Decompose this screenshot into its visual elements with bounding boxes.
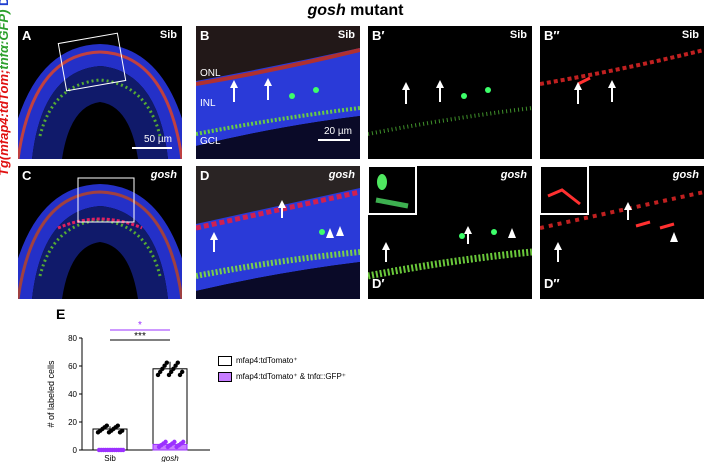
legend-item-1: mfap4:tdTomato⁺: [218, 356, 298, 366]
layer-onl-label: ONL: [200, 68, 221, 79]
legend-swatch-1: [218, 356, 232, 366]
data-point: [180, 369, 185, 375]
data-point: [175, 360, 180, 365]
panel-d-prime-condition: gosh: [500, 169, 527, 181]
side-label-green: tnfα:GFP): [0, 9, 11, 70]
panel-a-image: [18, 32, 182, 159]
data-point: [115, 423, 121, 428]
panel-a-label: A: [22, 28, 32, 43]
y-tick-label: 20: [68, 418, 77, 427]
panel-b-scale-bar: [318, 139, 350, 141]
layer-inl-label: INL: [200, 98, 216, 109]
figure-title: gosh mutant: [0, 2, 711, 20]
panel-a: A Sib 50 µm: [18, 26, 182, 159]
sig-label-2: ***: [134, 331, 146, 342]
side-label-dapi: DAPI: [0, 0, 11, 10]
panel-d-label: D: [200, 168, 210, 183]
panel-e-label: E: [56, 306, 66, 322]
panel-b-prime-image: [368, 80, 532, 136]
panel-c-image: [18, 177, 182, 299]
layer-gcl-label: GCL: [200, 136, 221, 147]
y-axis-label: # of labeled cells: [46, 360, 56, 428]
panel-d-image: [196, 166, 360, 299]
data-point: [158, 369, 163, 375]
y-tick-label: 60: [68, 362, 77, 371]
data-point: [171, 366, 176, 371]
data-point: [162, 363, 167, 368]
data-point: [177, 372, 183, 378]
panel-d-double-prime-condition: gosh: [672, 169, 699, 181]
panel-b-double-prime-label: B″: [544, 28, 560, 43]
data-point-double: [172, 439, 177, 445]
data-point-double: [121, 447, 126, 453]
panel-d-prime-image: [368, 166, 532, 280]
side-label: Tg(mfap4:tdTom;tnfα:GFP) DAPI: [0, 0, 11, 176]
panel-d: D gosh: [196, 166, 360, 299]
panel-c: C gosh: [18, 166, 182, 299]
panel-d-prime: D′ gosh: [368, 166, 532, 299]
panel-b: B Sib ONL INL GCL 20 µm: [196, 26, 360, 159]
panel-b-double-prime-condition: Sib: [681, 29, 699, 41]
legend-item-2: mfap4:tdTomato⁺ & tnfα::GFP⁺: [218, 372, 346, 382]
bar-total: [152, 368, 188, 451]
data-point: [164, 360, 169, 365]
panel-b-double-prime: B″ Sib: [540, 26, 704, 159]
panel-b-prime-label: B′: [372, 28, 385, 43]
panel-b-prime-condition: Sib: [509, 29, 527, 41]
data-point: [104, 423, 110, 428]
panel-d-double-prime-label: D″: [544, 276, 560, 291]
data-point: [155, 372, 161, 378]
panel-c-label: C: [22, 168, 32, 183]
x-tick-label: Sib: [104, 454, 116, 462]
panel-b-prime: B′ Sib: [368, 26, 532, 159]
data-point-double: [181, 439, 186, 445]
panel-b-label: B: [200, 28, 210, 43]
y-tick-label: 40: [68, 390, 77, 399]
data-point: [160, 366, 165, 371]
panel-a-scale-text: 50 µm: [144, 134, 172, 145]
y-tick-label: 80: [68, 334, 77, 343]
legend-label-1: mfap4:tdTomato⁺: [236, 356, 298, 366]
panel-b-image: [196, 26, 360, 159]
data-point: [120, 428, 125, 433]
legend-label-2: mfap4:tdTomato⁺ & tnfα::GFP⁺: [236, 372, 346, 382]
panel-b-condition: Sib: [337, 29, 355, 41]
data-point-double: [163, 439, 168, 445]
panel-d-condition: gosh: [328, 169, 355, 181]
data-point: [173, 363, 178, 368]
panel-d-double-prime: D″ gosh: [540, 166, 704, 299]
y-tick-label: 0: [73, 446, 78, 455]
panel-b-double-prime-image: [540, 48, 704, 104]
side-label-red: Tg(mfap4:tdTom;: [0, 69, 11, 176]
panel-d-prime-label: D′: [372, 276, 385, 291]
x-tick-label: gosh: [161, 454, 179, 462]
panel-a-scale-bar: [132, 147, 172, 149]
title-gene: gosh: [307, 2, 346, 19]
sig-label-1: *: [138, 320, 142, 331]
panel-d-double-prime-image: [540, 166, 704, 262]
panel-a-condition: Sib: [159, 29, 177, 41]
title-suffix: mutant: [345, 2, 404, 19]
panel-b-scale-text: 20 µm: [324, 126, 352, 137]
panel-c-condition: gosh: [150, 169, 177, 181]
legend-swatch-2: [218, 372, 232, 382]
